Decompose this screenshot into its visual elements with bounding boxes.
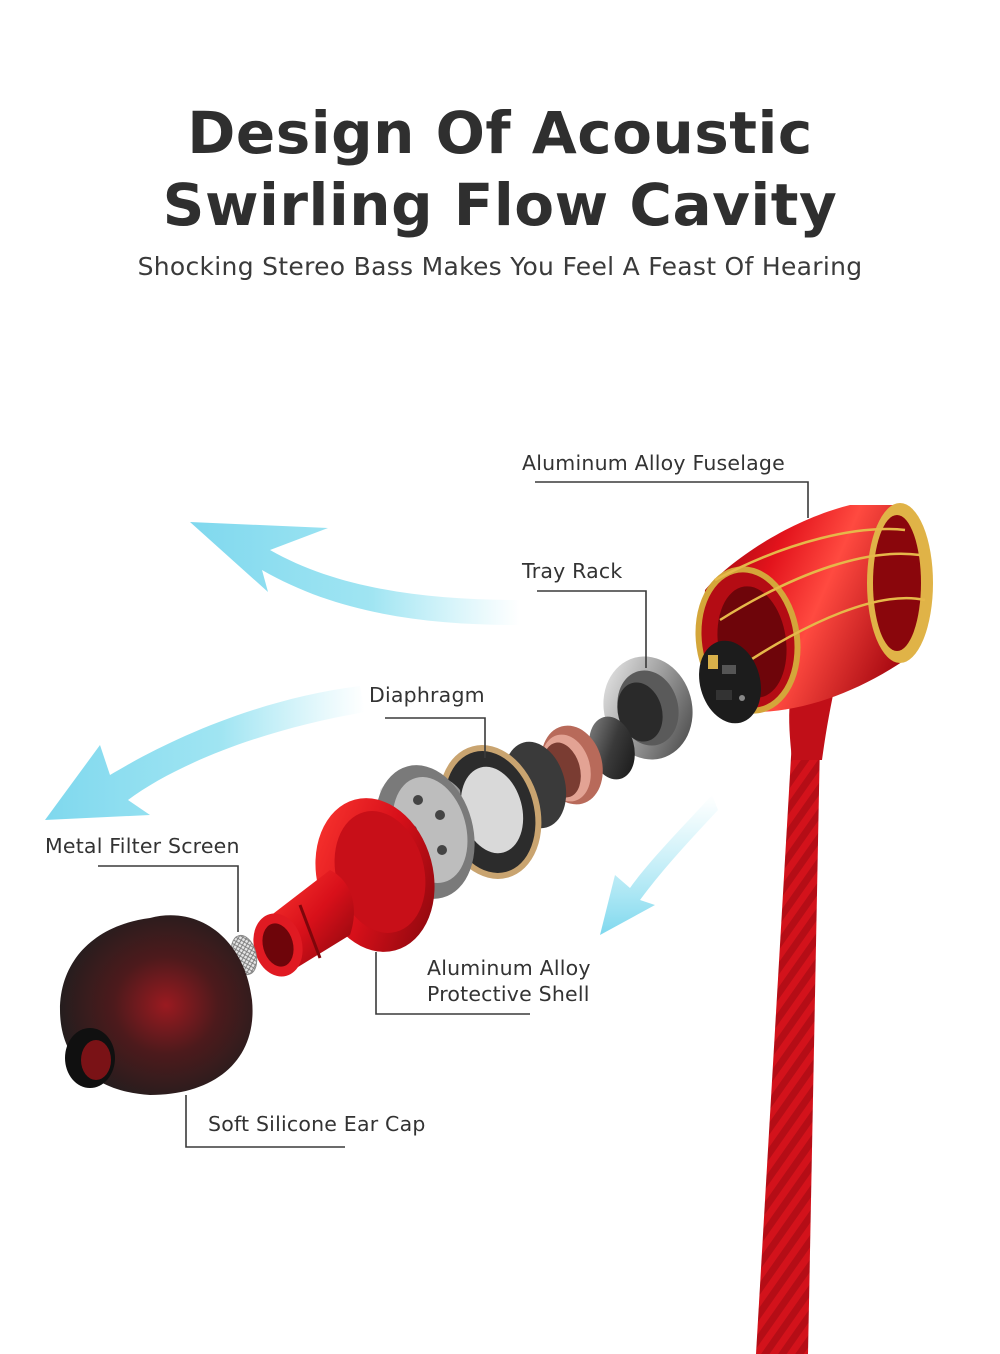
callout-tray-rack: Tray Rack [522,559,623,583]
silicone-ear-cap [60,915,253,1095]
subtitle: Shocking Stereo Bass Makes You Feel A Fe… [137,252,863,281]
circuit-board [699,640,761,724]
callout-shell-line-1: Aluminum Alloy [427,956,591,980]
aluminum-fuselage [695,503,933,714]
callout-ear-cap: Soft Silicone Ear Cap [208,1112,426,1136]
callout-shell-line-2: Protective Shell [427,982,590,1006]
headline-line-1: Design Of Acoustic [187,99,813,167]
protective-shell [253,798,435,977]
airflow-arrow-top [190,522,520,625]
braided-cable [756,740,820,1354]
airflow-arrow-lower [600,795,718,935]
airflow-arrow-middle [45,686,365,820]
callout-filter-screen: Metal Filter Screen [45,834,240,858]
callout-leader-lines [98,481,809,1148]
callout-diaphragm: Diaphragm [369,683,485,707]
headline-line-2: Swirling Flow Cavity [162,171,838,239]
callout-fuselage: Aluminum Alloy Fuselage [522,451,785,475]
